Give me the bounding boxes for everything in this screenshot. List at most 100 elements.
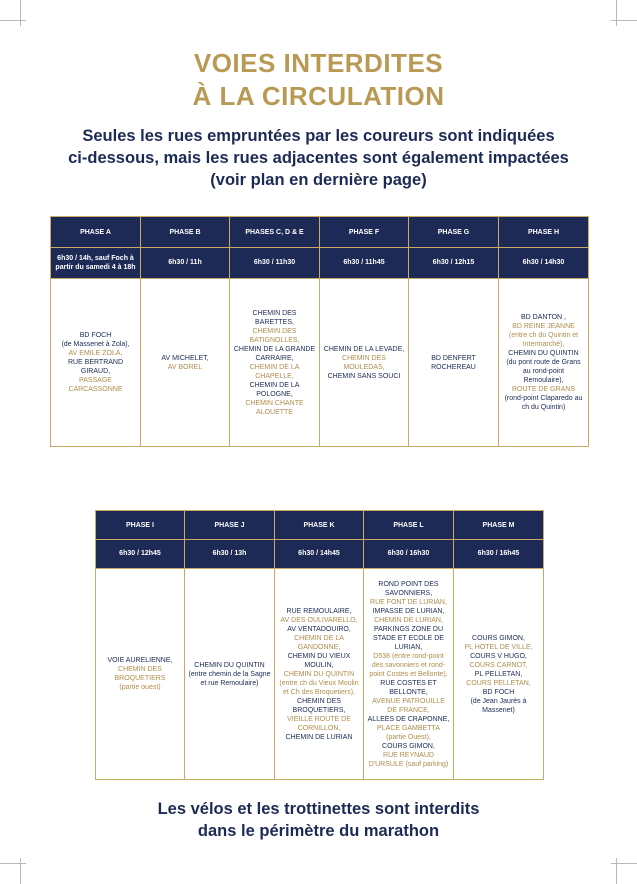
street-name: CHEMIN SANS SOUCI — [327, 372, 401, 380]
street-name: CHEMIN DES BROQUETIERS, — [292, 697, 346, 714]
street-name: CHEMIN DE LA CHAPELLE, — [249, 363, 300, 380]
street-name: CHEMIN DES BARETTES, — [252, 309, 297, 326]
street-name: ROND POINT DES SAVONNIERS, — [378, 580, 439, 597]
street-name: CHEMIN CHANTE ALOUETTE — [245, 399, 304, 416]
street-name: (rond-point Claparedo au ch du Quintin) — [504, 395, 583, 411]
street-name: CHEMIN DES MOULEDAS, — [342, 354, 386, 371]
street-name: (entre ch du Vieux Moulin et Ch des Broq… — [279, 679, 359, 696]
crop-mark — [616, 0, 617, 26]
page-title: VOIES INTERDITES À LA CIRCULATION — [0, 47, 637, 113]
street-name: COURS V HUGO, — [470, 652, 527, 660]
street-name: RUE FONT DE LURIAN, — [370, 598, 447, 606]
phase-time: 6h30 / 16h30 — [363, 539, 454, 569]
phase-header: PHASES C, D & E — [229, 216, 320, 248]
street-name: CHEMIN DU QUINTIN — [194, 661, 265, 669]
phase-time: 6h30 / 14h30 — [498, 247, 589, 279]
phase-header: PHASE L — [363, 510, 454, 540]
phase-streets: BD DANTON , BD REINE JEANNE (entre ch du Q… — [498, 278, 589, 447]
street-name: PL HOTEL DE VILLE, — [464, 643, 533, 651]
phase-streets: BD FOCH (de Massenet à Zola), AV EMILE ZOL… — [50, 278, 141, 447]
street-name: BD FOCH — [79, 332, 112, 339]
street-name: CHEMIN DES BATIGNOLLES, — [249, 327, 300, 344]
title-line: À LA CIRCULATION — [192, 81, 445, 111]
street-name: AVENUE PATROUILLE DE FRANCE, — [372, 697, 445, 714]
street-name: VIEILLE ROUTE DE CORNILLON, — [287, 715, 351, 732]
street-name: VOIE AURELIENNE, — [107, 657, 173, 664]
street-name: (partie ouest) — [119, 684, 161, 691]
street-name: PASSAGE CARCASSONNE — [68, 377, 123, 393]
street-name: AV VENTADOUIRO, — [287, 625, 351, 633]
subtitle-line: Seules les rues empruntées par les coure… — [82, 127, 555, 145]
street-name: ROUTE DE GRANS — [511, 386, 575, 393]
phase-header: PHASE M — [453, 510, 544, 540]
phase-header: PHASE A — [50, 216, 141, 248]
phase-streets: BD DENFERT ROCHEREAU — [408, 278, 499, 447]
phase-time: 6h30 / 12h15 — [408, 247, 499, 279]
crop-mark — [616, 858, 617, 884]
phase-streets: COURS GIMON,PL HOTEL DE VILLE,COURS V HU… — [453, 568, 544, 780]
crop-mark — [20, 0, 21, 26]
street-name: CHEMIN DE LA POLOGNE, — [249, 381, 300, 398]
street-name: COURS GIMON, — [382, 742, 435, 750]
phase-streets: AV MICHELET,AV BOREL — [140, 278, 230, 447]
street-name: BD FOCH — [482, 688, 515, 696]
street-name: CHEMIN DE LA GANDONNE, — [294, 634, 344, 651]
phase-header: PHASE H — [498, 216, 589, 248]
street-name: BD DENFERT ROCHEREAU — [431, 354, 476, 371]
street-name: CHEMIN DE LURIAN, — [374, 616, 443, 624]
title-line: VOIES INTERDITES — [193, 48, 444, 78]
street-name: (entre ch du Quintin et Intermarché), — [508, 332, 579, 348]
crop-mark — [0, 20, 26, 21]
street-name: (de Jean Jaurès à Massenet) — [470, 697, 527, 714]
street-name: RUE COSTES ET BELLONTE, — [380, 679, 437, 696]
phase-streets: ROND POINT DES SAVONNIERS,RUE FONT DE LU… — [363, 568, 454, 780]
street-name: AV MICHELET, — [161, 354, 209, 362]
phase-streets: CHEMIN DU QUINTIN(entre chemin de la Sag… — [184, 568, 275, 780]
street-name: (de Massenet à Zola), — [61, 341, 130, 348]
crop-mark — [611, 20, 637, 21]
phase-time: 6h30 / 14h, sauf Foch à partir du samedi… — [50, 247, 141, 279]
street-name: RUE REMOULAIRE, — [286, 607, 352, 615]
street-name: CHEMIN DE LA LEVADE, — [323, 345, 405, 353]
phase-time: 6h30 / 16h45 — [453, 539, 544, 569]
street-name: RUE BERTRAND GIRAUD, — [67, 359, 124, 375]
phase-header: PHASE J — [184, 510, 275, 540]
street-name: CHEMIN DU VIEUX MOULIN, — [287, 652, 351, 669]
phase-streets: CHEMIN DE LA LEVADE,CHEMIN DES MOULEDAS,… — [319, 278, 409, 447]
street-name: CHEMIN DU QUINTIN — [283, 670, 355, 678]
street-name: BD DANTON , — [521, 314, 566, 321]
street-name: CHEMIN DE LA GRANDE CARRAIRE, — [233, 345, 316, 362]
street-name: AV EMILE ZOLA, — [68, 350, 123, 357]
street-name: ALLEES DE CRAPONNE, — [367, 715, 450, 723]
crop-mark — [611, 863, 637, 864]
phase-streets: VOIE AURELIENNE,CHEMIN DES BROQUETIERS(p… — [95, 568, 185, 780]
phases-table-bottom: PHASE I PHASE J PHASE K PHASE L PHASE M … — [95, 510, 544, 780]
phase-header: PHASE B — [140, 216, 230, 248]
footer-line: dans le périmètre du marathon — [197, 822, 440, 840]
crop-mark — [0, 863, 26, 864]
street-name: PL PELLETAN, — [474, 670, 523, 678]
phase-streets: RUE REMOULAIRE,AV DES OULIVARELLO,AV VEN… — [274, 568, 364, 780]
street-name: CHEMIN DU QUINTIN — [508, 350, 579, 357]
phase-time: 6h30 / 14h45 — [274, 539, 364, 569]
subtitle-line: ci-dessous, mais les rues adjacentes son… — [68, 149, 569, 167]
street-name: (partie Ouest), — [386, 733, 431, 741]
street-name: COURS PELLETAN, — [466, 679, 531, 687]
phase-header: PHASE G — [408, 216, 499, 248]
street-name: PLACE GAMBETTA — [377, 724, 440, 732]
street-name: D538 (entre rond-point des savonniers et… — [369, 652, 448, 678]
street-name: IMPASSE DE LURIAN, — [372, 607, 445, 615]
street-name: AV BOREL — [167, 363, 203, 371]
street-name: BD REINE JEANNE — [512, 323, 575, 330]
street-name: COURS CARNOT, — [469, 661, 528, 669]
street-name: COURS GIMON, — [472, 634, 525, 642]
street-name: CHEMIN DE LURIAN — [285, 733, 353, 741]
street-name: AV DES OULIVARELLO, — [280, 616, 358, 624]
phases-table-top: PHASE A PHASE B PHASES C, D & E PHASE F … — [50, 216, 589, 447]
street-name: PARKINGS ZONE DU STADE ET ECOLE DE LURIA… — [373, 625, 444, 651]
subtitle-line: (voir plan en dernière page) — [210, 171, 427, 189]
phase-time: 6h30 / 11h45 — [319, 247, 409, 279]
street-name: (entre chemin de la Sagne et rue Remoula… — [188, 670, 271, 687]
street-name: RUE REYNAUD D'URSULE (sauf parking) — [368, 751, 449, 768]
phase-header: PHASE K — [274, 510, 364, 540]
